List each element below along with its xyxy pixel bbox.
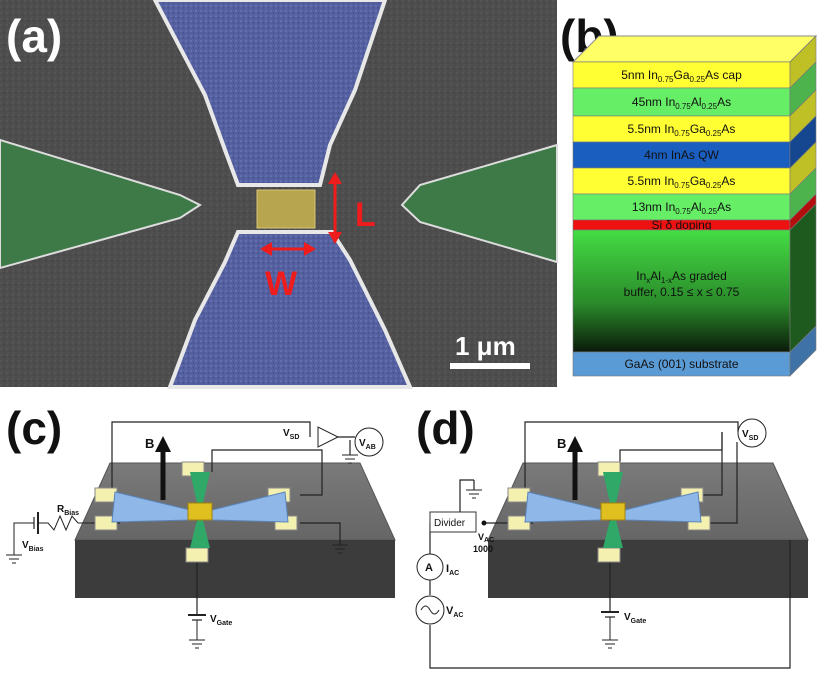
panel-d: (d) Divider A [415,402,809,669]
top-gate-c [190,472,210,503]
amplifier [317,426,340,448]
vac-frac-bottom: 1000 [473,544,493,554]
layer-6 [572,193,791,221]
channel-c [187,502,213,521]
scale-bar [450,363,530,369]
divider-label: Divider [434,518,466,529]
channel-d [600,502,626,521]
layer-5-label: 5.5nm In0.75Ga0.25As [628,174,736,190]
ground-bias [6,554,22,564]
panel-a: L W 1 μm (a) [0,0,558,389]
chip-front [75,540,395,598]
ammeter-label: A [425,562,433,574]
substrate-layer-side [789,325,817,377]
r-bias-label: RBias [57,504,79,517]
bias-resistor [38,514,92,532]
layer-4-label: 4nm InAs QW [644,148,719,162]
length-arrow [328,172,342,244]
vac-frac-top: VAC [478,532,494,544]
v-sd-label-c: VSD [283,428,299,441]
scale-bar-text: 1 μm [455,331,516,361]
layer-1 [572,61,791,89]
ground-divider [466,489,482,499]
buffer-label-line2: buffer, 0.15 ≤ x ≤ 0.75 [624,285,740,299]
bias-ground-wire [13,522,34,555]
field-label-d: B [557,436,566,451]
layer-3-label: 5.5nm In0.75Ga0.25As [628,122,736,138]
field-arrow-head-c [155,436,171,452]
layer-6-label: 13nm In0.75Al0.25As [632,200,731,216]
layer-3 [572,115,791,143]
ground-vab [342,454,358,464]
width-arrow [260,242,316,256]
ammeter [416,553,444,581]
v-gate-label-d: VGate [624,612,646,625]
stack-top-face [571,35,818,63]
i-ac-label: IAC [446,563,459,577]
right-gate [400,143,558,264]
top-contact [152,0,388,187]
ground-right-c [332,544,348,554]
panel-c: (c) [6,402,396,649]
bottom-gate-c [190,520,210,548]
length-label: L [355,196,376,234]
ac-source-wave [420,605,440,615]
panel-c-label: (c) [6,402,62,454]
v-ab-label: VAB [359,438,376,451]
bottom-contact [167,230,414,389]
ground-gate-d [602,639,618,649]
top-gate-d [603,472,623,503]
ground-gate-c [189,639,205,649]
v-sd-label-d: VSD [742,429,758,442]
layer-2-label: 45nm In0.75Al0.25As [632,95,731,111]
v-ac-label: VAC [446,605,463,619]
v-gate-label-c: VGate [210,614,232,627]
field-arrow-head-d [567,436,583,452]
vsd-meter-d [737,418,767,448]
chip-front-d [488,540,808,598]
layer-1-label: 5nm In0.75Ga0.25As cap [621,68,742,84]
layer-7-label: Si δ doping [651,218,711,232]
width-label: W [265,265,298,303]
channel [256,189,316,229]
vac-node [481,520,487,526]
field-label-c: B [145,436,154,451]
panel-a-label: (a) [6,10,62,62]
buffer-layer [572,229,791,353]
vab-meter [354,427,384,457]
divider-box [429,511,477,533]
v-bias-label: VBias [22,540,44,553]
panel-d-label: (d) [416,402,475,454]
buffer-label-line1: InxAl1-xAs graded [636,269,727,285]
substrate-layer [572,351,791,377]
substrate-label: GaAs (001) substrate [624,357,738,371]
layer-stack: 5nm In0.75Ga0.25As cap 45nm In0.75Al0.25A… [571,35,818,377]
left-gate [0,138,203,270]
circuit-wires-d [429,421,791,669]
bottom-gate-d [603,520,623,548]
layer-4 [572,141,791,169]
